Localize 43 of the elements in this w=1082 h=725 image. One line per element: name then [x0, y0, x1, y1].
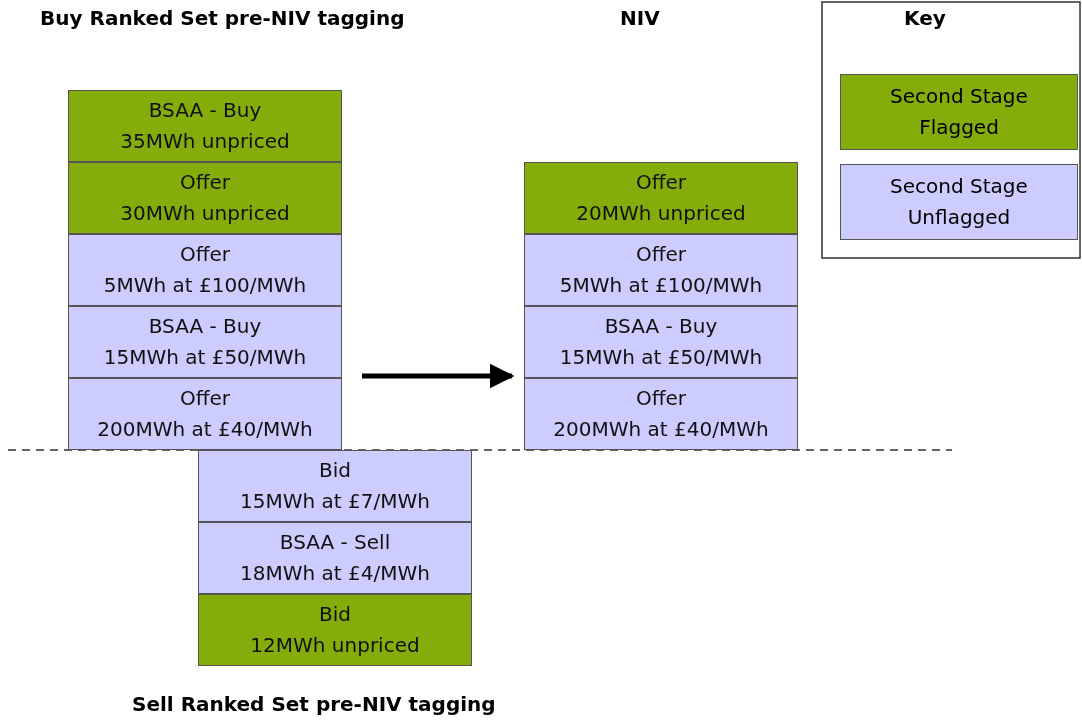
ranked-set-box	[524, 378, 798, 450]
box-text: 5MWh at £100/MWh	[559, 272, 763, 299]
box-text: 15MWh at £7/MWh	[240, 488, 430, 515]
ranked-set-box	[524, 162, 798, 234]
key-heading: Key	[904, 6, 946, 30]
ranked-set-box	[524, 306, 798, 378]
box-text: 15MWh at £50/MWh	[559, 344, 763, 371]
box-text: BSAA - Buy	[148, 97, 262, 124]
section-heading: Sell Ranked Set pre-NIV tagging	[132, 692, 496, 716]
section-heading: NIV	[620, 6, 660, 30]
box-text: Bid	[319, 457, 351, 484]
ranked-set-box	[198, 522, 472, 594]
box-text: 20MWh unpriced	[576, 200, 746, 227]
box-text: Bid	[319, 601, 351, 628]
box-text: Offer	[635, 169, 687, 196]
ranked-set-box	[524, 234, 798, 306]
box-text: 12MWh unpriced	[250, 632, 420, 659]
legend-text: Second Stage Flagged	[889, 83, 1029, 141]
box-text: 200MWh at £40/MWh	[97, 416, 313, 443]
ranked-set-box	[68, 378, 342, 450]
legend-text: Second Stage Unflagged	[889, 173, 1029, 231]
ranked-set-box	[198, 450, 472, 522]
ranked-set-box	[68, 234, 342, 306]
box-text: BSAA - Buy	[148, 313, 262, 340]
box-text: 200MWh at £40/MWh	[553, 416, 769, 443]
box-text: 18MWh at £4/MWh	[240, 560, 430, 587]
box-text: BSAA - Buy	[604, 313, 718, 340]
box-text: 35MWh unpriced	[120, 128, 290, 155]
ranked-set-box	[68, 90, 342, 162]
box-text: Offer	[635, 385, 687, 412]
box-text: Offer	[179, 169, 231, 196]
ranked-set-box	[198, 594, 472, 666]
section-heading: Buy Ranked Set pre-NIV tagging	[40, 6, 405, 30]
box-text: Offer	[179, 241, 231, 268]
arrow	[362, 363, 515, 389]
ranked-set-box	[68, 306, 342, 378]
box-text: 5MWh at £100/MWh	[103, 272, 307, 299]
box-text: BSAA - Sell	[279, 529, 391, 556]
ranked-set-box	[68, 162, 342, 234]
box-text: Offer	[179, 385, 231, 412]
box-text: Offer	[635, 241, 687, 268]
box-text: 15MWh at £50/MWh	[103, 344, 307, 371]
box-text: 30MWh unpriced	[120, 200, 290, 227]
